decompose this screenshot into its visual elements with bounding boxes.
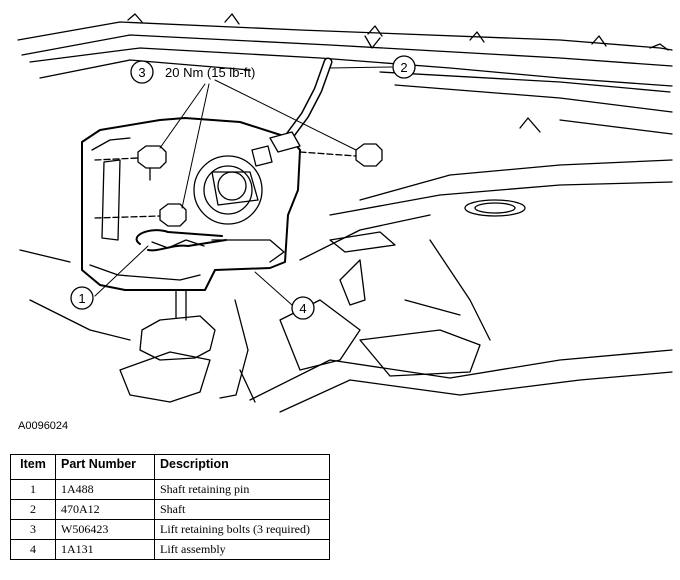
- cell-description: Shaft retaining pin: [154, 479, 330, 500]
- table-header-row: Item Part Number Description: [10, 454, 330, 480]
- cell-description: Lift assembly: [154, 539, 330, 560]
- cell-item: 2: [10, 499, 56, 520]
- shaft-retaining-pin: [135, 229, 227, 252]
- callout-3-number: 3: [138, 65, 145, 80]
- retaining-bolts: [94, 143, 383, 227]
- cell-item: 3: [10, 519, 56, 540]
- callout-3-torque-note: 20 Nm (15 lb-ft): [165, 65, 255, 80]
- header-part-number: Part Number: [55, 454, 155, 480]
- table-row: 1 1A488 Shaft retaining pin: [10, 479, 330, 500]
- cell-description: Lift retaining bolts (3 required): [154, 519, 330, 540]
- frame-rail: [17, 13, 673, 135]
- exploded-view-illustration: 3 20 Nm (15 lb-ft) 2 1 4: [17, 13, 673, 413]
- callout-1-number: 1: [78, 291, 85, 306]
- cell-item: 1: [10, 479, 56, 500]
- cell-part-number: 470A12: [55, 499, 155, 520]
- callout-1-circle: [70, 286, 94, 310]
- leader-lines: [94, 66, 393, 306]
- lift-assembly: [81, 117, 301, 291]
- callout-4-number: 4: [299, 301, 306, 316]
- shaft: [251, 57, 333, 167]
- figure-id: A0096024: [18, 420, 69, 432]
- header-item: Item: [10, 454, 56, 480]
- header-description: Description: [154, 454, 330, 480]
- body-structure: [249, 159, 673, 413]
- cell-part-number: 1A488: [55, 479, 155, 500]
- table-row: 2 470A12 Shaft: [10, 499, 330, 520]
- callout-2-circle: [392, 55, 416, 79]
- cell-part-number: W506423: [55, 519, 155, 540]
- table-row: 3 W506423 Lift retaining bolts (3 requir…: [10, 519, 330, 540]
- cell-part-number: 1A131: [55, 539, 155, 560]
- cell-description: Shaft: [154, 499, 330, 520]
- callout-4-circle: [291, 296, 315, 320]
- cell-item: 4: [10, 539, 56, 560]
- table-row: 4 1A131 Lift assembly: [10, 539, 330, 560]
- callout-3-circle: [130, 60, 154, 84]
- lower-linkage: [19, 249, 256, 403]
- callout-2-number: 2: [400, 60, 407, 75]
- parts-table: Item Part Number Description 1 1A488 Sha…: [10, 454, 330, 560]
